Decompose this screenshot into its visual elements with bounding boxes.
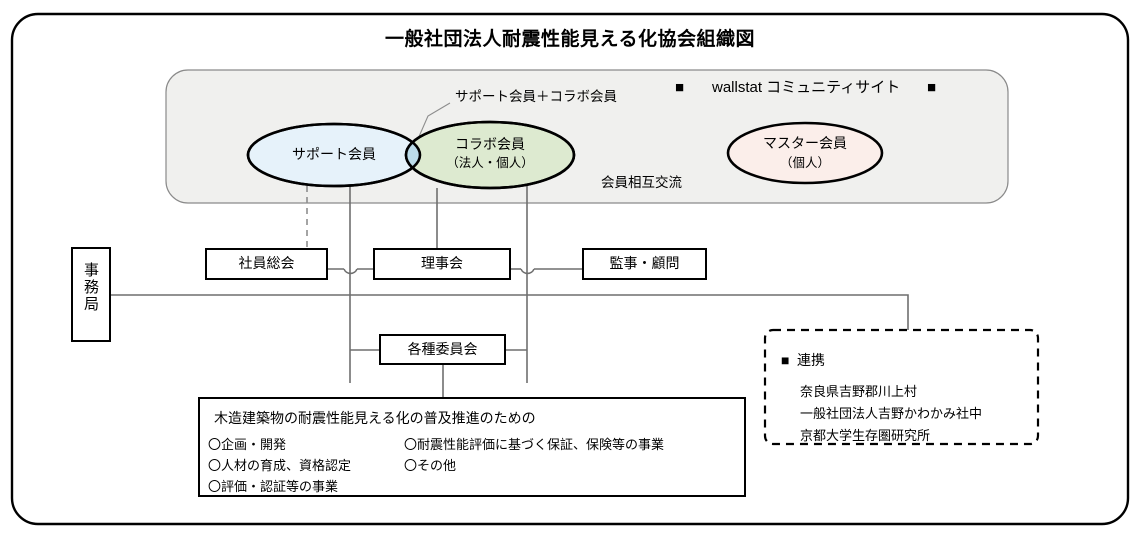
connector-lines <box>110 102 909 398</box>
master-member-sublabel: （個人） <box>779 156 830 170</box>
business-box-heading: 木造建築物の耐震性能見える化の普及推進のための <box>214 410 536 426</box>
business-item-right-1: 〇耐震性能評価に基づく保証、保険等の事業 <box>404 437 665 452</box>
committees-box-shape[interactable] <box>379 334 506 365</box>
member-interchange-label: 会員相互交流 <box>601 175 682 190</box>
partner-marker-icon: ■ <box>781 352 790 368</box>
partner-box-shape[interactable] <box>763 328 1040 446</box>
page-title: 一般社団法人耐震性能見える化協会組織図 <box>385 29 755 50</box>
overlap-callout-label: サポート会員＋コラボ会員 <box>455 89 617 104</box>
general-meeting-box-shape[interactable] <box>205 248 328 280</box>
support-member-label: サポート会員 <box>292 146 376 162</box>
business-item-left-3: 〇評価・認証等の事業 <box>208 479 339 494</box>
business-item-right-2: 〇その他 <box>404 458 457 473</box>
community-marker-left-icon: ■ <box>675 79 685 96</box>
committees-box-label: 各種委員会 <box>407 341 478 357</box>
partner-item-2: 一般社団法人吉野かわかみ社中 <box>800 406 983 421</box>
line-board-auditor-hop <box>520 268 535 275</box>
collabo-member-label: コラボ会員 <box>455 136 525 152</box>
board-box-label: 理事会 <box>421 255 463 271</box>
business-box-shape[interactable] <box>198 397 746 497</box>
general-meeting-box-label: 社員総会 <box>238 255 295 271</box>
org-box-shapes <box>71 247 1040 497</box>
collabo-member-sublabel: （法人・個人） <box>446 156 534 170</box>
community-site-label: wallstat コミュニティサイト <box>712 79 901 96</box>
line-office-to-partner <box>110 294 909 330</box>
member-venn-group <box>246 120 884 190</box>
collabo-member-ellipse-outline <box>404 120 576 190</box>
partner-item-1: 奈良県吉野郡川上村 <box>800 384 918 399</box>
community-marker-right-icon: ■ <box>927 79 937 96</box>
office-box-label: 事務局 <box>82 262 99 313</box>
support-member-ellipse-outline <box>246 122 422 188</box>
partner-box-heading: 連携 <box>797 352 825 368</box>
line-gm-board-hop <box>343 268 358 275</box>
auditor-box-label: 監事・顧問 <box>609 255 680 271</box>
partner-item-3: 京都大学生存圏研究所 <box>800 428 931 443</box>
master-member-ellipse[interactable] <box>726 121 884 185</box>
office-box-shape[interactable] <box>71 247 111 342</box>
board-box-shape[interactable] <box>373 248 511 280</box>
business-item-left-2: 〇人材の育成、資格認定 <box>208 458 352 473</box>
business-item-left-1: 〇企画・開発 <box>208 437 287 452</box>
auditor-box-shape[interactable] <box>582 248 707 280</box>
master-member-label: マスター会員 <box>763 135 847 151</box>
